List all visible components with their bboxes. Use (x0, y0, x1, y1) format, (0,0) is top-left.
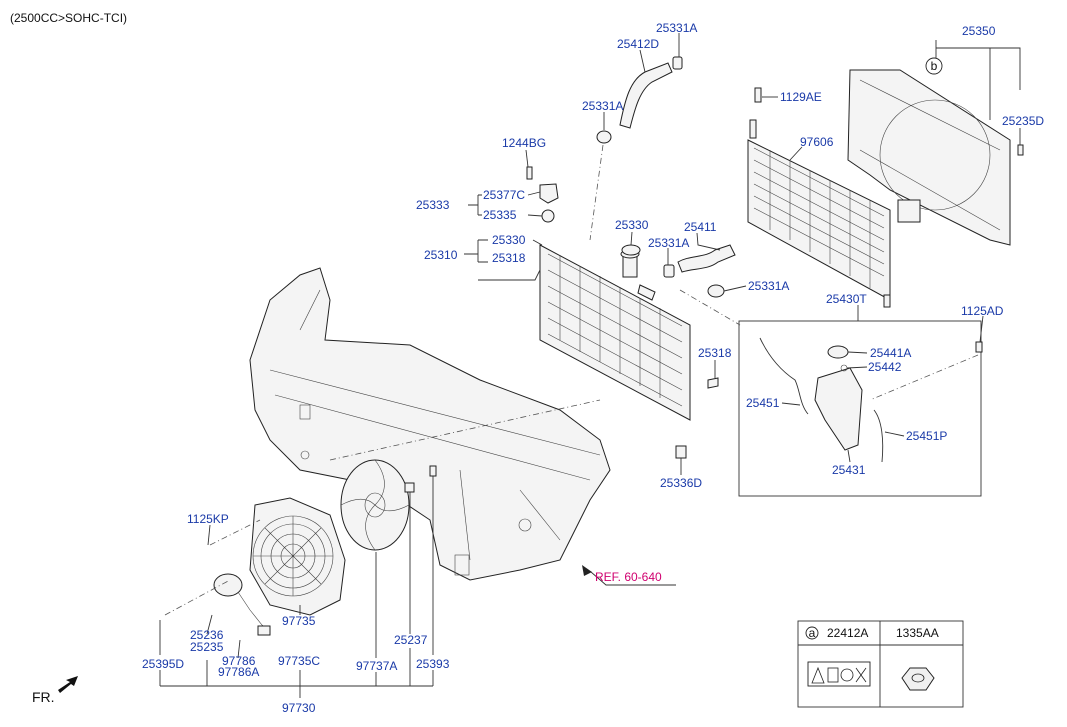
dash-dot-alignment-lines (164, 144, 979, 616)
label-25336D: 25336D (660, 476, 702, 490)
coolant-reservoir (814, 345, 863, 451)
label-25412D: 25412D (617, 37, 659, 51)
callout-b-marker (925, 57, 943, 75)
hose-clamp-top (672, 56, 683, 70)
label-25318-a: 25318 (492, 251, 526, 265)
label-25411: 25411 (684, 220, 717, 234)
label-97735: 97735 (282, 614, 316, 628)
label-97786A: 97786A (218, 665, 259, 679)
front-arrow-icon (58, 676, 78, 693)
label-25331A-r: 25331A (648, 236, 689, 250)
label-97606: 97606 (800, 135, 834, 149)
upper-radiator-hose (619, 62, 673, 129)
label-1129AE: 1129AE (780, 90, 822, 104)
label-25430T: 25430T (826, 292, 867, 306)
label-25350: 25350 (962, 24, 996, 38)
radiator-mount-insulator (675, 377, 719, 459)
label-25330-b: 25330 (615, 218, 649, 232)
hex-nut-icon (901, 667, 935, 691)
label-25377C: 25377C (483, 188, 525, 202)
front-end-module-carrier (249, 267, 611, 581)
reservoir-bolt (975, 341, 983, 353)
legend-col2-part: 1335AA (896, 626, 939, 640)
hose-clamp-lower-a (663, 264, 675, 278)
label-25441A: 25441A (870, 346, 911, 360)
reservoir-hose-left (759, 337, 809, 415)
label-25451: 25451 (746, 396, 780, 410)
label-25395D: 25395D (142, 657, 184, 671)
radiator-shroud (847, 69, 1011, 246)
reservoir-hose-right (873, 409, 884, 463)
condenser-bolt (754, 87, 762, 103)
legend-table: a 22412A 1335AA (797, 620, 964, 708)
label-25451P: 25451P (906, 429, 947, 443)
label-25236: 25236 (190, 628, 224, 642)
label-25318-b: 25318 (698, 346, 732, 360)
radiator-cap (621, 244, 641, 256)
front-label: FR. (32, 689, 55, 705)
label-1125AD: 1125AD (961, 304, 1004, 318)
ref-arrow (582, 565, 592, 576)
cooling-fan-blade (340, 459, 410, 551)
fan-motor (213, 573, 271, 636)
label-25310: 25310 (424, 248, 458, 262)
label-25333: 25333 (416, 198, 450, 212)
legend-col1-part: 22412A (827, 626, 868, 640)
label-25237: 25237 (394, 633, 428, 647)
label-25235: 25235 (190, 640, 224, 654)
radiator-upper-bracket (526, 166, 559, 223)
label-25331A-top: 25331A (656, 21, 697, 35)
front-direction-indicator: FR. (32, 676, 78, 705)
label-97737A: 97737A (356, 659, 397, 673)
callout-b-label: b (931, 59, 938, 73)
label-1125KP: 1125KP (187, 512, 229, 526)
label-25235D: 25235D (1002, 114, 1044, 128)
warning-label-icon (807, 661, 871, 687)
label-25431: 25431 (832, 463, 866, 477)
hose-clamp-lower-b (707, 284, 725, 298)
ac-condenser (747, 119, 891, 308)
hose-clamp-mid (596, 130, 612, 144)
callout-a-label: a (809, 626, 816, 640)
part-labels: 25331A 25412D 25331A 1244BG 25333 25377C… (142, 21, 1044, 715)
label-25331A-clamp: 25331A (748, 279, 789, 293)
label-25330-a: 25330 (492, 233, 526, 247)
label-97735C: 97735C (278, 654, 320, 668)
shroud-screw (1017, 144, 1024, 156)
reservoir-group-box (738, 320, 982, 497)
engine-variant-label: (2500CC>SOHC-TCI) (10, 11, 127, 25)
label-25442: 25442 (868, 360, 902, 374)
reference-label: REF. 60-640 (595, 570, 662, 584)
label-97730: 97730 (282, 701, 316, 715)
callout-a-marker (805, 626, 819, 640)
label-1244BG: 1244BG (502, 136, 546, 150)
lower-radiator-hose (677, 244, 736, 273)
label-25335: 25335 (483, 208, 517, 222)
leader-lines (159, 33, 1021, 698)
label-25393: 25393 (416, 657, 450, 671)
label-25331A-mid: 25331A (582, 99, 623, 113)
label-97786: 97786 (222, 654, 256, 668)
fan-shroud-assembly (249, 497, 346, 616)
